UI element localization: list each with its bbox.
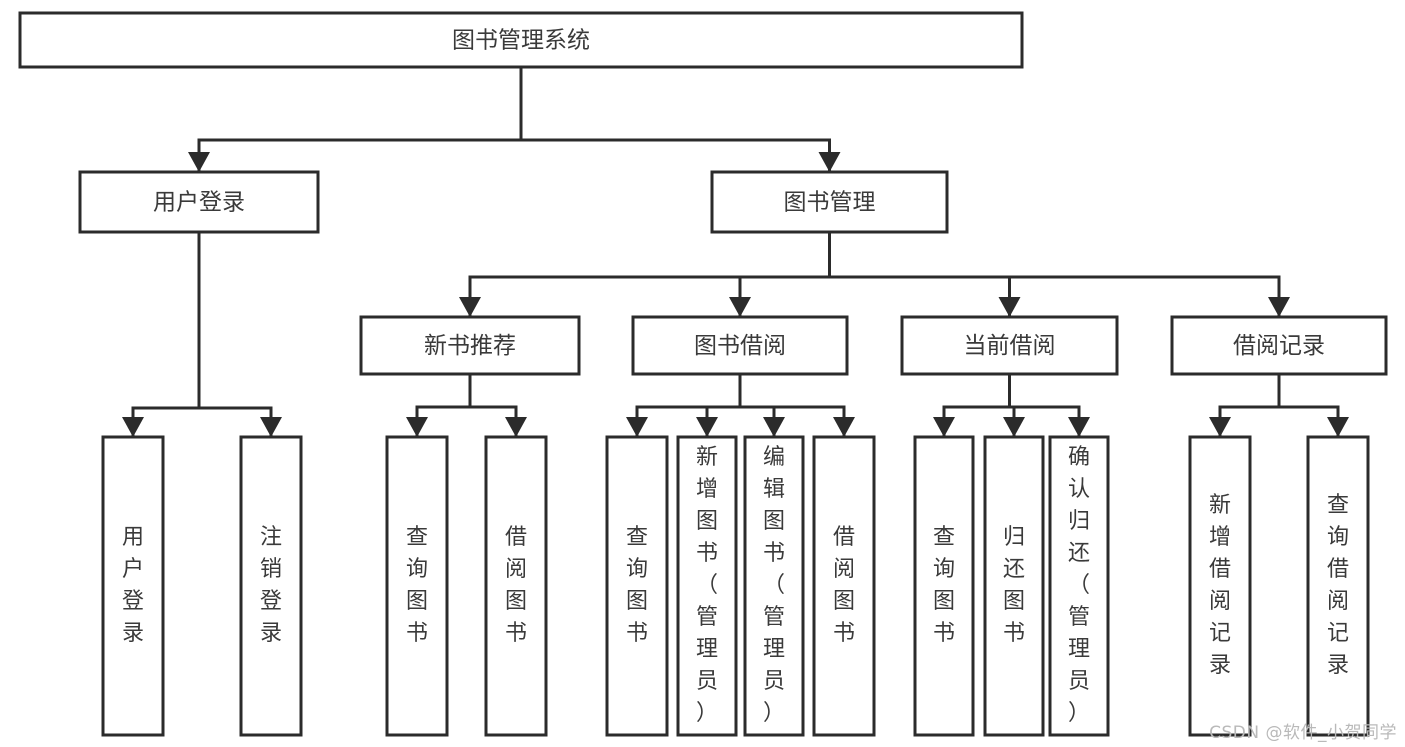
node-label: 新增借阅记录: [1209, 493, 1231, 678]
edge-group-root: [188, 65, 841, 173]
edge-group-book-management: [459, 230, 1290, 318]
node-user-login[interactable]: 用户登录: [78, 170, 320, 234]
node-leaf-borrow-book-borrow[interactable]: 借阅图书: [812, 435, 876, 737]
edge-group-new-book-recommend: [406, 372, 527, 438]
node-borrow-record[interactable]: 借阅记录: [1170, 315, 1388, 376]
node-leaf-add-book-admin[interactable]: 新增图书（管理员）: [676, 435, 738, 737]
arrow-head-icon: [505, 417, 527, 437]
node-box: [605, 435, 669, 737]
node-label: 编辑图书（管理员）: [763, 445, 785, 726]
arrow-head-icon: [122, 417, 144, 437]
connectors-layer: [122, 65, 1349, 438]
node-root[interactable]: 图书管理系统: [18, 11, 1024, 69]
arrow-head-icon: [696, 417, 718, 437]
node-current-borrow[interactable]: 当前借阅: [900, 315, 1119, 376]
node-leaf-user-login[interactable]: 用户登录: [101, 435, 165, 737]
node-box: [101, 435, 165, 737]
node-label: 用户登录: [153, 190, 245, 216]
node-box: [1048, 435, 1110, 737]
node-label: 查询图书: [626, 525, 648, 646]
edge-group-current-borrow: [933, 372, 1090, 438]
node-leaf-confirm-return-admin[interactable]: 确认归还（管理员）: [1048, 435, 1110, 737]
arrow-head-icon: [626, 417, 648, 437]
node-box: [385, 435, 449, 737]
node-label: 新增图书（管理员）: [696, 445, 718, 726]
arrow-head-icon: [998, 297, 1021, 317]
nodes-layer: 图书管理系统用户登录图书管理新书推荐图书借阅当前借阅借阅记录用户登录注销登录查询…: [18, 11, 1388, 737]
node-label: 当前借阅: [964, 333, 1056, 359]
arrow-head-icon: [406, 417, 428, 437]
node-box: [359, 315, 581, 376]
node-label: 图书借阅: [694, 333, 786, 359]
node-label: 新书推荐: [424, 333, 516, 359]
node-box: [812, 435, 876, 737]
node-box: [900, 315, 1119, 376]
node-label: 借阅图书: [833, 525, 855, 646]
arrow-head-icon: [729, 297, 751, 317]
node-box: [676, 435, 738, 737]
node-box: [78, 170, 320, 234]
node-box: [239, 435, 303, 737]
node-label: 图书管理: [784, 190, 876, 216]
node-box: [983, 435, 1045, 737]
node-leaf-query-book-recommend[interactable]: 查询图书: [385, 435, 449, 737]
node-box: [18, 11, 1024, 69]
node-leaf-query-borrow-record[interactable]: 查询借阅记录: [1306, 435, 1370, 737]
node-box: [743, 435, 805, 737]
arrow-head-icon: [459, 297, 481, 317]
arrow-head-icon: [1003, 417, 1025, 437]
node-label: 确认归还（管理员）: [1068, 445, 1090, 726]
node-leaf-borrow-book-recommend[interactable]: 借阅图书: [484, 435, 548, 737]
node-label: 借阅记录: [1233, 333, 1325, 359]
node-leaf-return-book[interactable]: 归还图书: [983, 435, 1045, 737]
arrow-head-icon: [763, 417, 785, 437]
arrow-head-icon: [818, 152, 841, 172]
node-label: 图书管理系统: [452, 28, 590, 54]
arrow-head-icon: [1268, 297, 1290, 317]
node-box: [1170, 315, 1388, 376]
edge-group-book-borrow: [626, 372, 855, 438]
arrow-head-icon: [933, 417, 955, 437]
edge-group-borrow-record: [1209, 372, 1349, 438]
node-box: [913, 435, 975, 737]
node-leaf-logout-login[interactable]: 注销登录: [239, 435, 303, 737]
arrow-head-icon: [1209, 417, 1231, 437]
node-label: 查询图书: [406, 525, 428, 646]
node-box: [1188, 435, 1252, 737]
node-new-book-recommend[interactable]: 新书推荐: [359, 315, 581, 376]
arrow-head-icon: [188, 152, 210, 172]
arrow-head-icon: [260, 417, 282, 437]
arrow-head-icon: [833, 417, 855, 437]
node-book-borrow[interactable]: 图书借阅: [631, 315, 849, 376]
node-book-management[interactable]: 图书管理: [710, 170, 949, 234]
edge-group-user-login: [122, 230, 282, 438]
node-leaf-edit-book-admin[interactable]: 编辑图书（管理员）: [743, 435, 805, 737]
node-box: [631, 315, 849, 376]
arrow-head-icon: [1327, 417, 1349, 437]
node-leaf-add-borrow-record[interactable]: 新增借阅记录: [1188, 435, 1252, 737]
node-box: [710, 170, 949, 234]
node-leaf-query-book-current[interactable]: 查询图书: [913, 435, 975, 737]
node-label: 查询借阅记录: [1327, 493, 1349, 678]
arrow-head-icon: [1068, 417, 1090, 437]
node-box: [1306, 435, 1370, 737]
node-leaf-query-book-borrow[interactable]: 查询图书: [605, 435, 669, 737]
node-box: [484, 435, 548, 737]
node-label: 注销登录: [260, 525, 282, 646]
node-label: 查询图书: [933, 525, 955, 646]
node-label: 借阅图书: [505, 525, 527, 646]
node-label: 用户登录: [122, 525, 144, 646]
node-label: 归还图书: [1003, 525, 1025, 646]
